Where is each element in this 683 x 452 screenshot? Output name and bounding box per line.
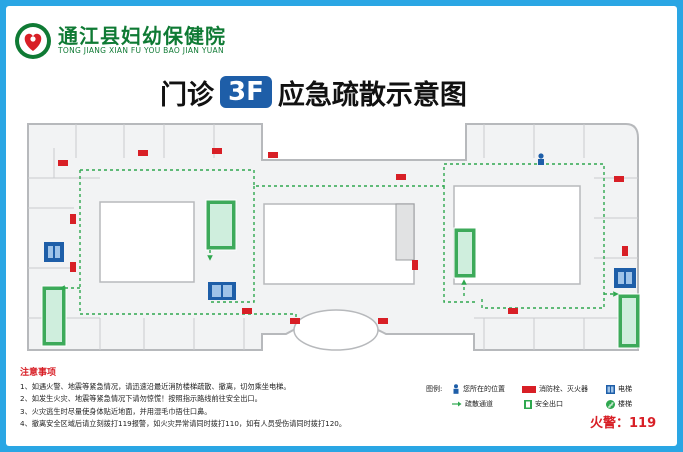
legend-fire-equipment-label: 消防栓、灭火器 [539,385,588,393]
courtyard-left [99,201,195,283]
legend-exit-label: 安全出口 [535,400,563,408]
legend-you-are-here: 您所在的位置 [452,384,505,394]
hospital-logo [15,23,51,59]
person-icon [453,384,459,394]
exit-icon [524,399,532,409]
legend-label: 图例: [426,385,443,393]
hydrant-icon [522,385,536,393]
org-name-cn: 通江县妇幼保健院 [58,24,226,48]
legend-route: 疏散通道 [452,399,493,409]
route-arrow-icon [452,401,462,407]
org-name-en: TONG JIANG XIAN FU YOU BAO JIAN YUAN [58,46,224,55]
fire-alarm-number: 火警：119 [590,416,657,431]
legend-elevator: 电梯 [606,384,632,394]
stairs-icon [41,199,641,349]
note-item-1: 1、如遇火警、地震等紧急情况，请迅速沿最近消防楼梯疏散、撤离，切勿乘坐电梯。 [20,381,291,391]
you-are-here-marker [538,153,544,165]
legend-stairs: 楼梯 [606,399,632,409]
title-prefix: 门诊 [160,79,214,111]
stairs-icon [606,399,615,409]
floor-plan [27,123,641,351]
legend-you-are-here-label: 您所在的位置 [463,385,505,393]
elevator-icon [44,242,636,300]
legend-elevator-label: 电梯 [618,385,632,393]
floor-badge: 3F [220,76,272,108]
legend-stairs-label: 楼梯 [618,400,632,408]
note-item-2: 2、如发生火灾、地震等紧急情况下请勿惊慌！按照指示路线前往安全出口。 [20,394,262,404]
note-item-3: 3、火灾逃生时尽量使身体贴近地面，并用湿毛巾捂住口鼻。 [20,406,212,416]
legend-fire-equipment: 消防栓、灭火器 [522,384,588,394]
title-suffix: 应急疏散示意图 [277,79,467,111]
evacuation-route [59,163,619,324]
notes-title: 注意事项 [20,368,57,378]
legend-route-label: 疏散通道 [465,400,493,408]
page-title: 门诊 3F 应急疏散示意图 [160,72,467,112]
entrance-arch [293,309,379,351]
fire-equipment-icon [58,148,628,324]
elevator-icon [606,384,615,394]
courtyard-center [263,203,415,285]
notes-panel: 注意事项 1、如遇火警、地震等紧急情况，请迅速沿最近消防楼梯疏散、撤离，切勿乘坐… [20,367,346,431]
note-item-4: 4、撤离安全区域后请立刻拨打119报警，如火灾异常请同时拨打110，如有人员受伤… [20,419,347,429]
legend-exit: 安全出口 [524,399,563,409]
